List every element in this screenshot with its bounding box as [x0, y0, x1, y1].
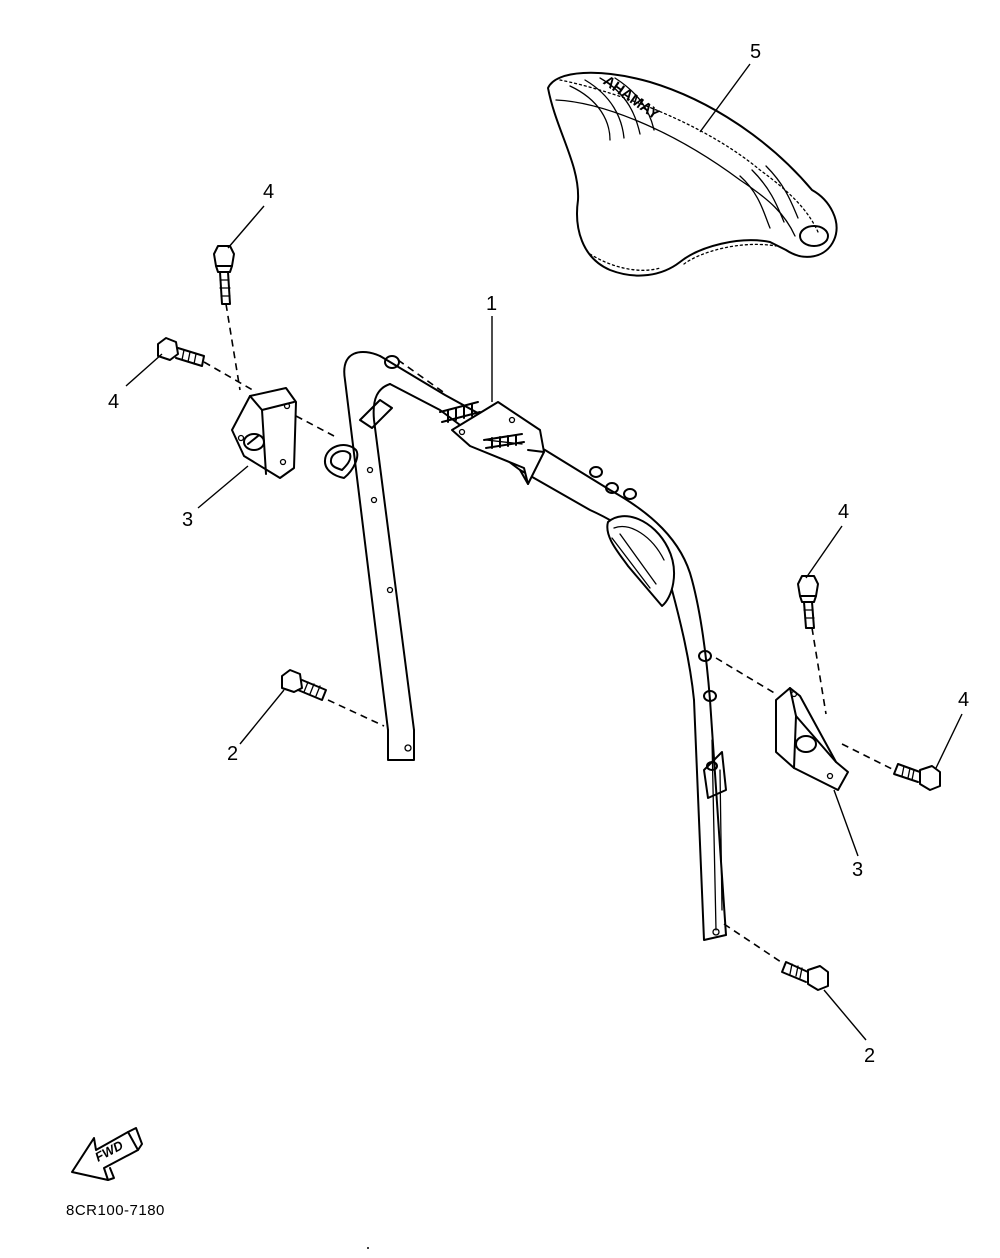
- callout-leaders: [125, 63, 963, 1041]
- bracket-right: [775, 687, 849, 791]
- callout-3-left: 3: [182, 509, 193, 531]
- bolt-2-left: [281, 669, 327, 701]
- bolt-4-left: [157, 337, 205, 367]
- center-bolt: [439, 401, 525, 449]
- callout-4-right: 4: [958, 689, 969, 711]
- callout-4-left: 4: [108, 391, 119, 413]
- bolt-2-right: [781, 961, 829, 991]
- part-code: 8CR100-7180: [66, 1202, 165, 1219]
- callout-2-right: 2: [864, 1045, 875, 1067]
- bolt-4-right: [893, 763, 941, 791]
- callout-5: 5: [750, 41, 761, 63]
- callout-3-right: 3: [852, 859, 863, 881]
- bracket-left: [231, 387, 359, 479]
- stray-dot: [367, 1247, 369, 1249]
- bolt-4-top-left: [213, 245, 235, 305]
- callout-2-left: 2: [227, 743, 238, 765]
- assembly-lines: [203, 303, 895, 965]
- seat-pad: YAMAHA: [547, 71, 838, 277]
- bolt-4-top-right: [797, 575, 819, 629]
- fwd-arrow: FWD: [71, 1127, 143, 1181]
- callout-1: 1: [486, 293, 497, 315]
- seat-frame: [343, 351, 727, 941]
- callout-4-top-right: 4: [838, 501, 849, 523]
- callout-4-top-left: 4: [263, 181, 274, 203]
